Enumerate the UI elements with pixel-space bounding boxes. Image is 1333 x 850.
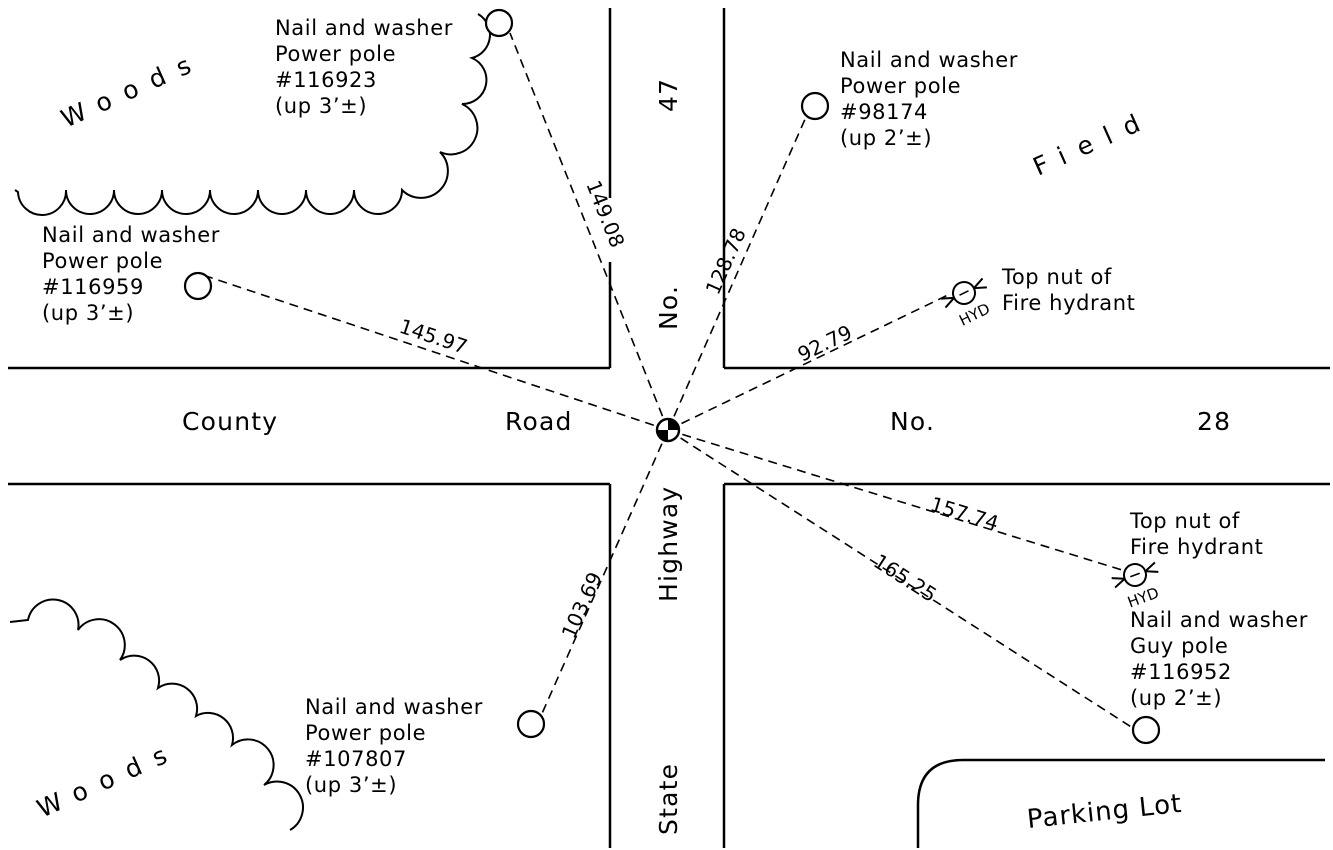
svg-text:Nail and washer: Nail and washer xyxy=(840,48,1018,72)
distance-label-hydrant-se: 157.74 xyxy=(928,492,1002,536)
svg-text:(up 2’±): (up 2’±) xyxy=(840,126,932,150)
fire-hydrant-icon: HYD xyxy=(941,277,993,330)
svg-text:Nail and washer: Nail and washer xyxy=(42,223,220,247)
svg-text:Nail and washer: Nail and washer xyxy=(275,16,453,40)
reference-note-hydrant-ne: Top nut of Fire hydrant xyxy=(1001,265,1135,315)
highway-label-word3: No. xyxy=(654,285,683,330)
road-edges xyxy=(8,8,1330,848)
tie-line-107807 xyxy=(539,429,669,719)
power-pole-icon xyxy=(516,709,546,739)
svg-text:#98174: #98174 xyxy=(840,100,928,124)
svg-text:#116959: #116959 xyxy=(42,275,144,299)
guy-pole-icon xyxy=(1131,715,1161,745)
svg-text:Power pole: Power pole xyxy=(305,721,426,745)
svg-text:Power pole: Power pole xyxy=(42,249,163,273)
svg-text:#116923: #116923 xyxy=(275,68,377,92)
county-road-label-word4: 28 xyxy=(1197,407,1231,436)
svg-text:(up 2’±): (up 2’±) xyxy=(1130,686,1222,710)
county-road-label-word2: Road xyxy=(505,407,573,436)
reference-note-116959: Nail and washer Power pole #116959 (up 3… xyxy=(42,223,220,325)
reference-note-116952: Nail and washer Guy pole #116952 (up 2’±… xyxy=(1130,608,1308,710)
svg-text:Top nut of: Top nut of xyxy=(1001,265,1112,289)
tie-line-hydrant-se xyxy=(667,429,1123,571)
svg-text:Top nut of: Top nut of xyxy=(1129,509,1240,533)
svg-text:(up 3’±): (up 3’±) xyxy=(305,773,397,797)
woods-label-top: Woods xyxy=(57,45,208,134)
reference-note-98174: Nail and washer Power pole #98174 (up 2’… xyxy=(840,48,1018,150)
distance-label-116952: 165.25 xyxy=(869,549,941,607)
tie-lines xyxy=(199,32,1137,731)
control-point-icon xyxy=(655,417,681,443)
svg-text:Nail and washer: Nail and washer xyxy=(305,695,483,719)
highway-label-word4: 47 xyxy=(654,78,683,112)
power-pole-icon xyxy=(183,271,213,301)
reference-note-107807: Nail and washer Power pole #107807 (up 3… xyxy=(305,695,483,797)
power-pole-icon xyxy=(484,8,514,38)
woods-label-bottom: Woods xyxy=(33,735,184,824)
tie-line-hydrant-ne xyxy=(667,293,951,431)
tie-line-98174 xyxy=(667,116,807,431)
fire-hydrant-icon: HYD xyxy=(1111,561,1161,611)
tie-line-116959 xyxy=(199,273,669,431)
field-label: Field xyxy=(1029,103,1157,181)
reference-note-hydrant-se: Top nut of Fire hydrant xyxy=(1129,509,1263,559)
svg-text:Power pole: Power pole xyxy=(275,42,396,66)
tree-line-top xyxy=(14,13,491,216)
svg-text:Guy pole: Guy pole xyxy=(1130,634,1228,658)
svg-text:(up 3’±): (up 3’±) xyxy=(42,301,134,325)
distance-label-116923: 149.08 xyxy=(581,177,629,251)
distance-label-107807: 103.69 xyxy=(557,568,607,642)
parking-lot-label: Parking Lot xyxy=(1026,789,1184,835)
svg-text:Nail and washer: Nail and washer xyxy=(1130,608,1308,632)
highway-label-word1: State xyxy=(654,763,683,835)
svg-text:Fire hydrant: Fire hydrant xyxy=(1002,291,1135,315)
distance-label-hydrant-ne: 92.79 xyxy=(794,320,856,367)
svg-text:#107807: #107807 xyxy=(305,747,407,771)
svg-text:#116952: #116952 xyxy=(1130,660,1232,684)
svg-text:Fire hydrant: Fire hydrant xyxy=(1130,535,1263,559)
tree-line-bottom xyxy=(9,598,304,831)
power-pole-icon xyxy=(800,91,830,121)
svg-text:(up 3’±): (up 3’±) xyxy=(275,94,367,118)
parking-lot-boundary xyxy=(916,758,1325,848)
highway-label-word2: Highway xyxy=(654,486,683,602)
county-road-label-word1: County xyxy=(182,407,278,436)
svg-text:Power pole: Power pole xyxy=(840,74,961,98)
reference-note-116923: Nail and washer Power pole #116923 (up 3… xyxy=(275,16,453,118)
tie-line-116952 xyxy=(667,429,1137,731)
tie-line-116923 xyxy=(509,32,669,431)
county-road-label-word3: No. xyxy=(890,407,935,436)
